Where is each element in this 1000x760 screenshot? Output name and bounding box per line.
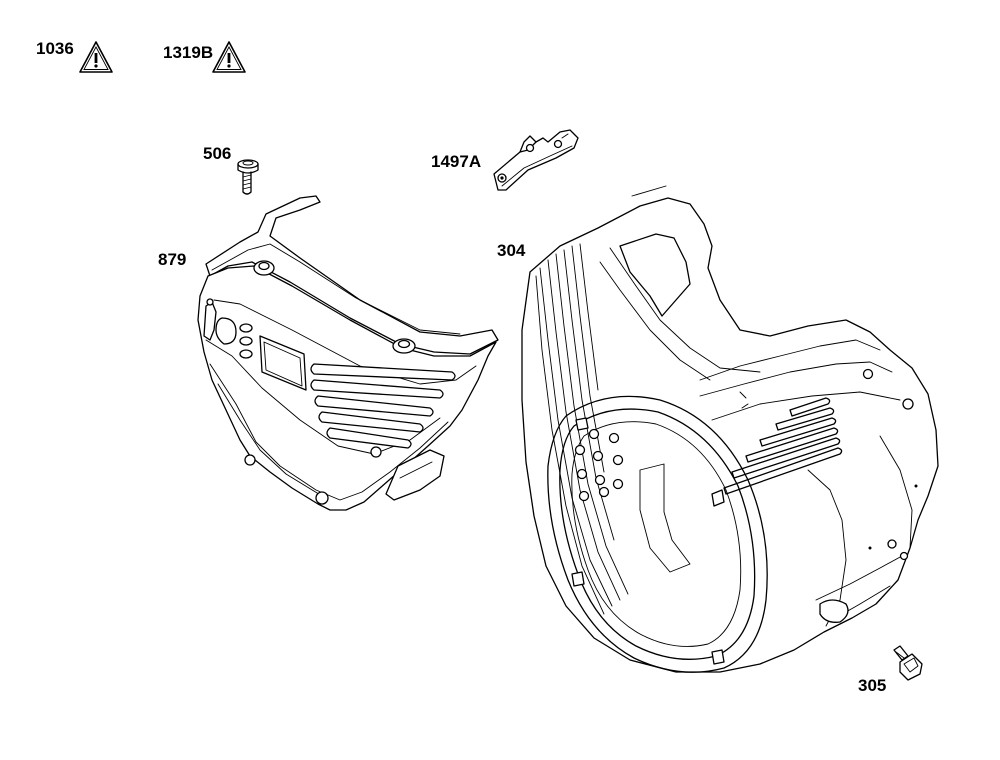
callout-1319b[interactable]: 1319B: [163, 43, 214, 62]
bolt-305: [893, 645, 923, 681]
screw-506: [237, 159, 259, 195]
callout-305[interactable]: 305: [858, 676, 887, 695]
callout-1036[interactable]: 1036: [36, 39, 74, 58]
warning-triangle-icon[interactable]: [211, 40, 247, 74]
callout-879[interactable]: 879: [158, 250, 187, 269]
warning-triangle-icon[interactable]: [78, 40, 114, 74]
callout-304[interactable]: 304: [497, 241, 526, 260]
callout-506[interactable]: 506: [203, 144, 232, 163]
bracket-1497a: [493, 129, 579, 191]
blower-housing-304: [521, 185, 939, 673]
lower-shroud-879: [197, 195, 499, 511]
callout-1497a[interactable]: 1497A: [431, 152, 482, 171]
